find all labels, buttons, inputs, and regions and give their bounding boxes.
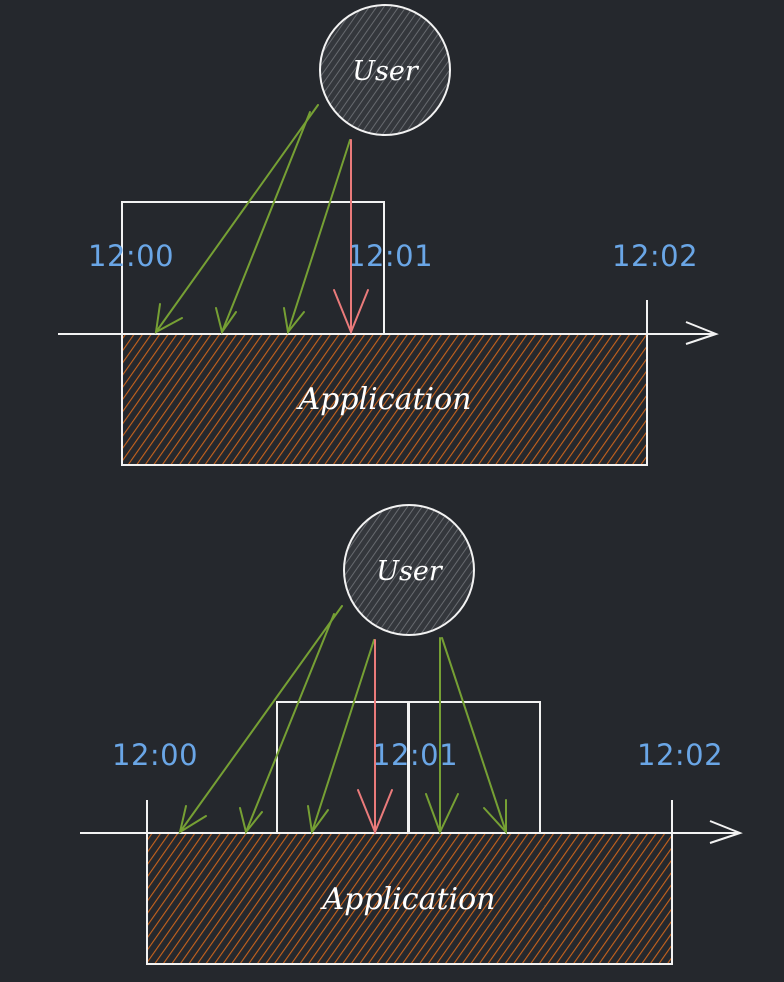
- application-label: Application: [320, 882, 496, 917]
- request-arrow: [425, 637, 459, 835]
- rejected-request-arrow: [333, 139, 369, 335]
- time-label-end: 12:02: [637, 738, 723, 772]
- diagram-top: Application 12:00 12:01 12:02: [58, 4, 719, 466]
- time-label-middle: 12:01: [347, 239, 433, 273]
- time-label-start: 12:00: [112, 738, 198, 772]
- request-arrow: [239, 613, 335, 835]
- accepted-request-arrows: [154, 104, 351, 335]
- application-block: [121, 333, 648, 466]
- user-node: User: [319, 4, 451, 136]
- request-arrow: [154, 104, 319, 334]
- request-arrow: [441, 637, 507, 835]
- application-label: Application: [296, 382, 472, 417]
- user-label: User: [352, 56, 420, 87]
- timeline-axis: [58, 300, 719, 346]
- request-arrow: [307, 639, 375, 835]
- request-arrow: [283, 139, 351, 335]
- time-label-end: 12:02: [612, 239, 698, 273]
- accepted-request-arrows: [178, 605, 507, 835]
- user-node: User: [343, 504, 475, 636]
- rejected-request-arrow: [357, 639, 393, 835]
- time-label-start: 12:00: [88, 239, 174, 273]
- application-block: [146, 832, 673, 965]
- timeline-axis: [80, 800, 743, 845]
- request-arrow: [178, 605, 343, 835]
- request-arrow: [215, 111, 311, 335]
- time-label-middle: 12:01: [372, 738, 458, 772]
- diagram-bottom: Application 12:00 12:01 12:02: [80, 504, 743, 965]
- user-label: User: [376, 556, 444, 587]
